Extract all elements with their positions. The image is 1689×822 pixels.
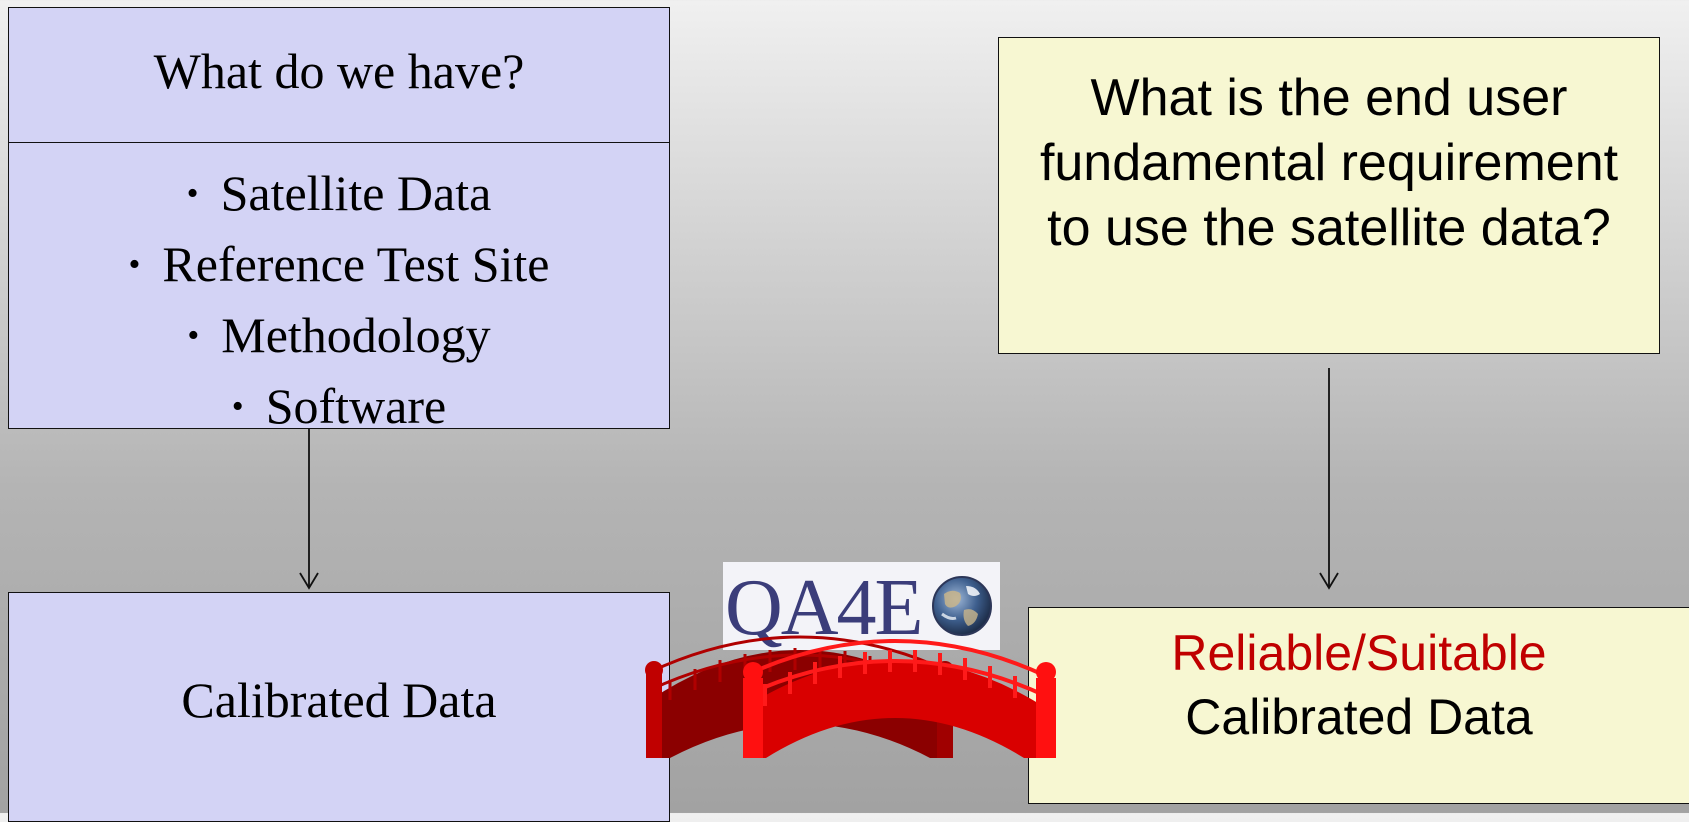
have-question-box: What do we have?	[8, 7, 670, 143]
calibrated-data-text: Calibrated Data	[181, 672, 497, 728]
list-item: •Reference Test Site	[128, 236, 550, 292]
reliable-suitable-text: Reliable/Suitable	[1171, 625, 1547, 681]
have-items-box: •Satellite Data •Reference Test Site •Me…	[8, 142, 670, 434]
arrow-right	[1319, 368, 1339, 590]
list-item: •Software	[231, 378, 447, 434]
have-items-list: •Satellite Data •Reference Test Site •Me…	[9, 161, 669, 445]
requirement-question-box: What is the end user fundamental require…	[998, 37, 1660, 354]
reliable-calibrated-data-box: Reliable/Suitable Calibrated Data	[1028, 607, 1689, 804]
list-item: •Methodology	[187, 307, 491, 363]
have-question-text: What do we have?	[153, 43, 525, 99]
calibrated-data-text-right: Calibrated Data	[1185, 689, 1533, 745]
list-item: •Satellite Data	[186, 165, 492, 221]
logo-text: QA4E	[725, 564, 923, 652]
qa4eo-logo: QA4E	[723, 562, 1000, 650]
arrow-left	[299, 429, 319, 590]
requirement-question-text: What is the end user fundamental require…	[1039, 69, 1619, 257]
globe-icon	[932, 576, 992, 636]
calibrated-data-box: Calibrated Data	[8, 592, 670, 822]
